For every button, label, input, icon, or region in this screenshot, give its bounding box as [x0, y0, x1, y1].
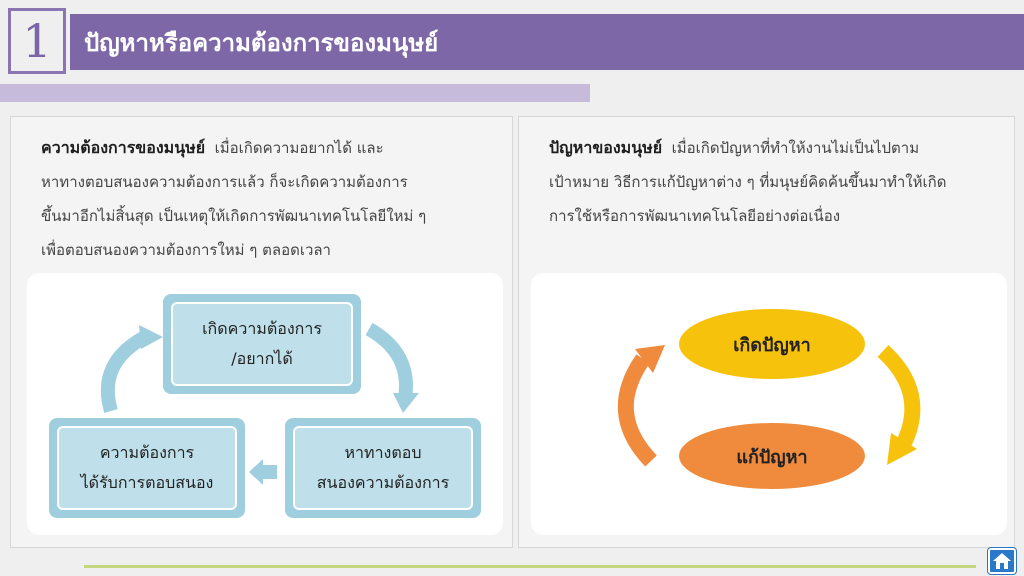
- problems-text-line: เป้าหมาย วิธีการแก้ปัญหาต่าง ๆ ที่มนุษย์…: [549, 173, 947, 191]
- needs-text-line: หาทางตอบสนองความต้องการแล้ว ก็จะเกิดความ…: [41, 173, 408, 191]
- home-icon: [993, 553, 1011, 569]
- section-number-box: 1: [8, 8, 66, 74]
- problems-cycle-arrows: [617, 345, 921, 467]
- cycle-arrowhead-right: [887, 433, 917, 465]
- cycle-box-text: ได้รับการตอบสนอง: [80, 473, 214, 492]
- cycle-box-text: หาทางตอบ: [344, 443, 422, 462]
- footer-line: [84, 565, 976, 568]
- needs-text-line: เพื่อตอบสนองความต้องการใหม่ ๆ ตลอดเวลา: [41, 241, 331, 259]
- problems-panel: ปัญหาของมนุษย์ เมื่อเกิดปัญหาที่ทำให้งาน…: [518, 116, 1015, 548]
- ellipse-problem-occurs: เกิดปัญหา: [679, 309, 865, 379]
- needs-heading: ความต้องการของมนุษย์: [41, 138, 206, 157]
- decorative-bar: [0, 84, 590, 102]
- cycle-arrowhead-left: [635, 345, 665, 373]
- section-number: 1: [22, 14, 52, 68]
- cycle-arrowhead-bottom: [249, 459, 263, 485]
- cycle-box-text: /อยากได้: [231, 349, 293, 368]
- ellipse-label: เกิดปัญหา: [733, 334, 811, 356]
- problems-text-line: การใช้หรือการพัฒนาเทคโนโลยีอย่างต่อเนื่อ…: [549, 207, 841, 225]
- problems-text-line: เมื่อเกิดปัญหาที่ทำให้งานไม่เป็นไปตาม: [671, 139, 920, 157]
- page-title: ปัญหาหรือความต้องการของมนุษย์: [84, 28, 439, 57]
- needs-cycle-arrows: [100, 322, 419, 485]
- title-bar: ปัญหาหรือความต้องการของมนุษย์: [70, 14, 1024, 70]
- cycle-arrow-left: [100, 330, 149, 413]
- cycle-arrowhead-left: [139, 325, 163, 349]
- problems-description: ปัญหาของมนุษย์ เมื่อเกิดปัญหาที่ทำให้งาน…: [549, 131, 992, 233]
- home-button[interactable]: [988, 548, 1016, 574]
- problems-cycle-diagram: เกิดปัญหา แก้ปัญหา: [531, 273, 1007, 535]
- problems-heading: ปัญหาของมนุษย์: [549, 138, 663, 157]
- needs-text-line: ขึ้นมาอีกไม่สิ้นสุด เป็นเหตุให้เกิดการพั…: [41, 207, 427, 225]
- needs-cycle-diagram: เกิดความต้องการ /อยากได้ ความต้องการ ได้…: [27, 273, 503, 535]
- cycle-box-seek-response: หาทางตอบ สนองความต้องการ: [285, 418, 481, 518]
- cycle-box-text: ความต้องการ: [99, 443, 195, 462]
- cycle-arrow-bottom: [263, 465, 277, 479]
- cycle-arrow-left: [617, 354, 657, 467]
- needs-description: ความต้องการของมนุษย์ เมื่อเกิดความอยากได…: [41, 131, 490, 267]
- cycle-box-text: เกิดความต้องการ: [202, 319, 322, 338]
- cycle-box-fulfilled: ความต้องการ ได้รับการตอบสนอง: [49, 418, 245, 518]
- cycle-box-text: สนองความต้องการ: [316, 473, 450, 492]
- cycle-arrow-top-right: [365, 322, 413, 400]
- needs-text-line: เมื่อเกิดความอยากได้ และ: [214, 139, 384, 157]
- ellipse-solve-problem: แก้ปัญหา: [679, 423, 865, 489]
- cycle-arrowhead-top-right: [393, 393, 419, 413]
- ellipse-label: แก้ปัญหา: [736, 446, 808, 468]
- cycle-box-desire: เกิดความต้องการ /อยากได้: [163, 294, 361, 394]
- cycle-arrow-right: [877, 345, 921, 449]
- needs-panel: ความต้องการของมนุษย์ เมื่อเกิดความอยากได…: [10, 116, 513, 548]
